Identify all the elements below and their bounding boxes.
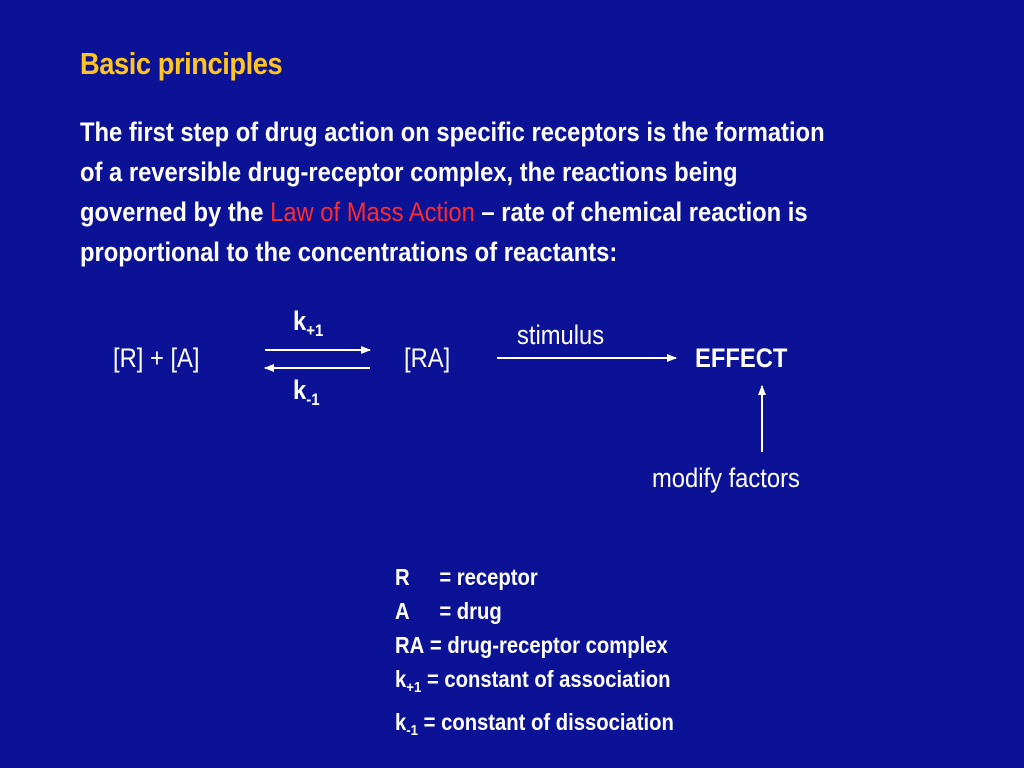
legend-row: A = drug [395, 594, 674, 628]
slide-title: Basic principles [80, 46, 283, 81]
k-forward-base: k [293, 306, 307, 336]
legend-row: k+1 = constant of association [395, 662, 674, 705]
k-reverse-base: k [293, 375, 307, 405]
modify-factors-label: modify factors [652, 463, 800, 493]
legend-symbol: k [395, 709, 407, 735]
legend-row: RA = drug-receptor complex [395, 628, 674, 662]
reactants-label: [R] + [A] [113, 343, 200, 373]
legend-definition: = constant of dissociation [418, 709, 674, 735]
paragraph-line-3: governed by the Law of Mass Action – rat… [80, 192, 969, 232]
intro-paragraph: The first step of drug action on specifi… [80, 112, 969, 272]
legend-definition: = drug [433, 598, 502, 624]
legend-subscript: -1 [406, 722, 419, 739]
paragraph-line-4: proportional to the concentrations of re… [80, 237, 618, 267]
legend-row: R = receptor [395, 560, 674, 594]
k-reverse-subscript: -1 [306, 390, 320, 409]
paragraph-line-2: of a reversible drug-receptor complex, t… [80, 157, 738, 187]
legend-symbol: R [395, 564, 410, 590]
legend-definition: = receptor [433, 564, 538, 590]
legend-symbol: RA [395, 632, 425, 658]
paragraph-line-1: The first step of drug action on specifi… [80, 117, 825, 147]
legend-definition: = drug-receptor complex [424, 632, 668, 658]
definitions-legend: R = receptor A = drug RA = drug-receptor… [395, 560, 674, 748]
paragraph-line-3-start: governed by the [80, 197, 271, 227]
legend-symbol: k [395, 666, 407, 692]
legend-symbol: A [395, 598, 410, 624]
complex-label: [RA] [404, 343, 451, 373]
effect-label: EFFECT [695, 343, 788, 373]
stimulus-label: stimulus [517, 320, 605, 350]
k-forward-subscript: +1 [306, 321, 324, 340]
k-reverse-label: k-1 [293, 375, 320, 410]
k-forward-label: k+1 [293, 306, 323, 341]
paragraph-line-3-end: – rate of chemical reaction is [474, 197, 808, 227]
legend-definition: = constant of association [421, 666, 671, 692]
legend-subscript: +1 [406, 679, 422, 696]
law-of-mass-action-highlight: Law of Mass Action [270, 197, 475, 227]
legend-row: k-1 = constant of dissociation [395, 705, 674, 748]
